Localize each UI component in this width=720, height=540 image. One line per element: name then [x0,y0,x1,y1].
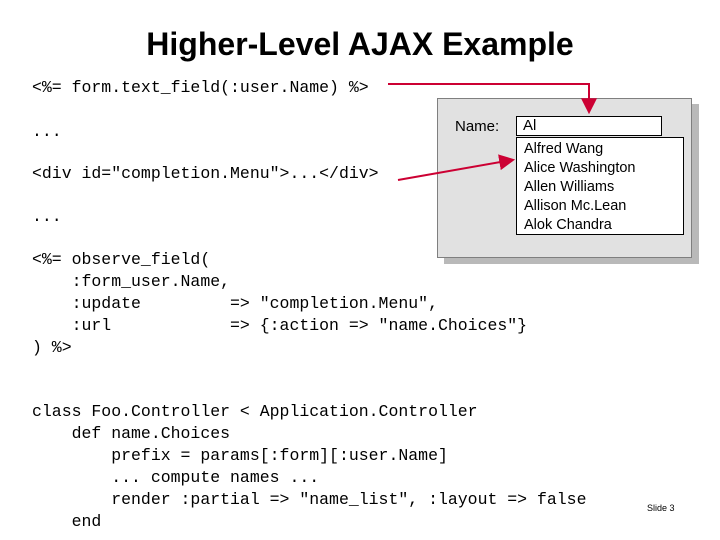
code-line: <%= observe_field( [32,250,211,269]
slide-title: Higher-Level AJAX Example [146,26,574,62]
code-ellipsis-1: ... [32,122,62,141]
arrow-to-input [388,83,597,115]
code-line: prefix = params[:form][:user.Name] [32,446,448,465]
code-line: ... compute names ... [32,468,320,487]
code-text-field: <%= form.text_field(:user.Name) %> [32,78,369,97]
code-ellipsis-2: ... [32,207,62,226]
code-line: render :partial => "name_list", :layout … [32,490,587,509]
code-line: :url => {:action => "name.Choices"} [32,316,528,335]
code-line: class Foo.Controller < Application.Contr… [32,402,478,421]
completion-item[interactable]: Alok Chandra [524,217,612,233]
code-line: :update => "completion.Menu", [32,294,438,313]
code-line: end [32,512,102,531]
slide-number: Slide 3 [647,503,675,513]
completion-item[interactable]: Alice Washington [524,160,636,176]
code-line: :form_user.Name, [32,272,231,291]
name-input[interactable]: Al [516,116,662,136]
code-line: ) %> [32,338,72,357]
completion-item[interactable]: Alfred Wang [524,141,604,157]
code-line: def name.Choices [32,424,231,443]
completion-item[interactable]: Allison Mc.Lean [524,198,627,214]
name-label: Name: [455,118,500,135]
completion-menu: Alfred Wang Alice Washington Allen Willi… [516,137,684,235]
code-div-completion: <div id="completion.Menu">...</div> [32,164,379,183]
arrow-to-menu [397,154,516,181]
completion-item[interactable]: Allen Williams [524,179,615,195]
